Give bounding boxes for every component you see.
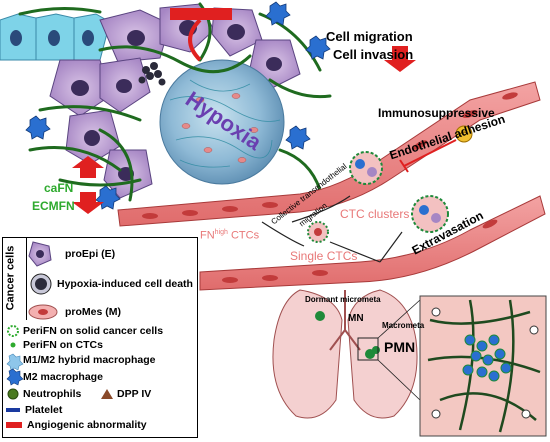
cancer-cells-group: Cancer cells xyxy=(4,238,27,320)
legend-label-m2-macrophage: M2 macrophage xyxy=(23,371,103,383)
dead-cell-icon xyxy=(30,273,52,295)
legend-label-platelet: Platelet xyxy=(25,404,63,416)
immunosuppressive-label: Immunosuppressive xyxy=(378,106,495,120)
migration-arrows xyxy=(261,195,403,263)
single-ctcs-label: Single CTCs xyxy=(290,249,358,263)
dormant-micrometa-label: Dormant micrometa xyxy=(305,295,381,304)
fn-high-ctcs-label: FNhigh CTCs xyxy=(200,229,259,242)
cell-invasion-label: Cell invasion xyxy=(333,47,414,62)
legend-label-angiogenic: Angiogenic abnormality xyxy=(27,419,147,431)
lungs xyxy=(272,289,421,419)
legend-label-perifn-solid: PeriFN on solid cancer cells xyxy=(23,325,164,337)
ctc-clusters-label: CTC clusters xyxy=(340,207,410,221)
legend-label-hybrid-macrophage: M1/M2 hybrid macrophage xyxy=(23,354,156,366)
dpp4-triangle-icon xyxy=(101,389,113,399)
ecmfn-label: ECMFN xyxy=(32,199,75,213)
macrometa-label: Macrometa xyxy=(382,321,425,330)
mn-label: MN xyxy=(348,313,364,324)
legend-label-dpp4: DPP IV xyxy=(117,388,152,400)
promes-cell-icon xyxy=(28,304,58,320)
lower-blood-vessel xyxy=(199,195,546,291)
hybrid-macrophage-icon xyxy=(6,353,24,371)
epithelium-layer xyxy=(0,13,111,61)
macrometa-inset xyxy=(419,295,547,437)
legend-label-promes: proMes (M) xyxy=(65,306,121,318)
perifn-ring-icon xyxy=(7,325,19,337)
proepi-cell-icon xyxy=(28,241,52,267)
tumor-cells xyxy=(49,3,301,199)
tumor-blood-vessel xyxy=(117,81,541,227)
fn-prefix: FN xyxy=(200,229,215,242)
legend-label-proepi: proEpi (E) xyxy=(65,248,116,260)
legend-icons xyxy=(6,241,113,428)
perifn-dots-icon xyxy=(10,342,16,348)
red-indicator-arrows xyxy=(72,46,416,214)
legend: Cancer cells xyxy=(2,237,198,438)
platelet-icon xyxy=(6,408,20,412)
pmn-label: PMN xyxy=(384,339,416,355)
hypoxic-tumor-core xyxy=(138,59,285,185)
immunosuppressive-neutrophil xyxy=(399,125,473,173)
angiogenic-bar-icon xyxy=(6,422,22,428)
legend-label-neutrophils: Neutrophils xyxy=(23,388,82,400)
cafn-label: caFN xyxy=(44,181,74,195)
legend-label-perifn-ctc: PeriFN on CTCs xyxy=(23,339,103,351)
fn-high-sup: high xyxy=(214,229,228,236)
neutrophil-icon xyxy=(7,388,19,400)
cell-migration-label: Cell migration xyxy=(326,29,413,44)
angiogenic-abnormality-mark xyxy=(170,8,232,62)
legend-label-dead-cell: Hypoxia-induced cell death xyxy=(57,278,193,290)
fn-suffix: CTCs xyxy=(227,229,260,242)
m2-macrophage-icon xyxy=(6,368,24,386)
ctc-clusters xyxy=(307,151,449,243)
